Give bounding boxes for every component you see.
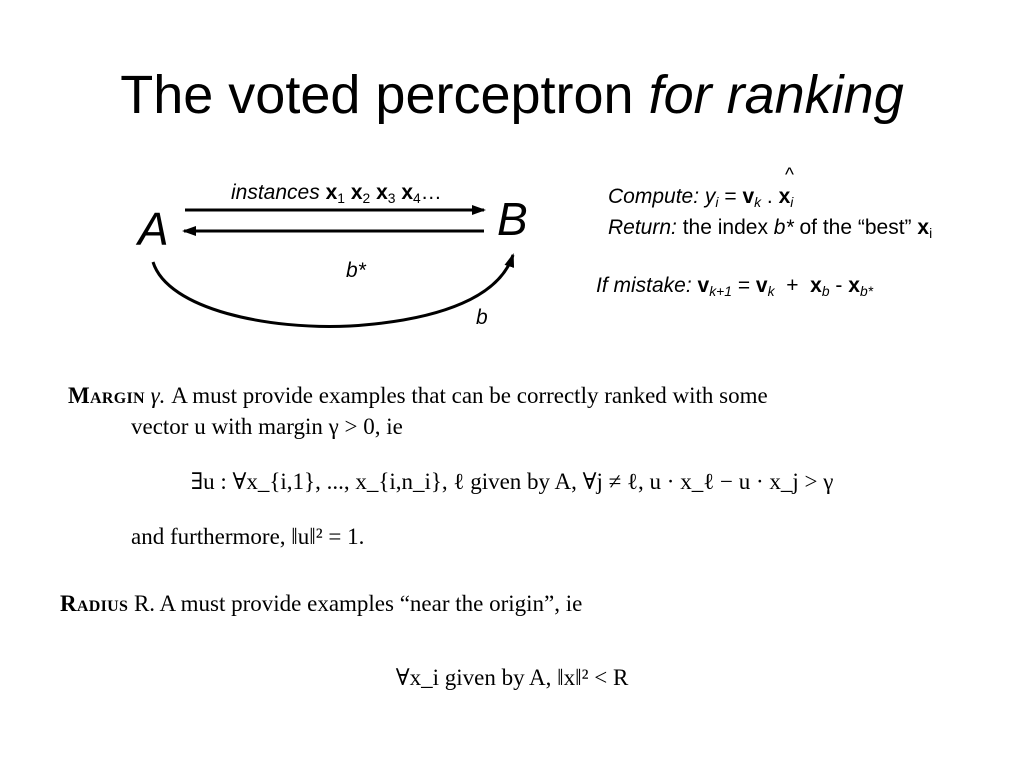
return-mid: the index	[682, 216, 768, 239]
y-subscript: i	[715, 194, 719, 211]
margin-line1: Margin γ. A must provide examples that c…	[68, 381, 768, 411]
ellipsis: …	[420, 181, 442, 204]
x4-symbol: x	[401, 181, 413, 204]
x-subscript: i	[790, 194, 794, 211]
x3-symbol: x	[376, 181, 388, 204]
radius-formula-text: ∀x_i given by A, ‖x‖² < R	[395, 665, 629, 690]
mistake-minus: -	[835, 274, 843, 297]
margin-formula-text: ∃u : ∀x_{i,1}, ..., x_{i,n_i}, ℓ given b…	[190, 469, 834, 494]
title-main: The voted perceptron	[120, 65, 634, 125]
mistake-xbstar: x	[848, 274, 860, 297]
mistake-prefix: If mistake:	[596, 274, 692, 297]
radius-line: Radius R. A must provide examples “near …	[60, 589, 582, 619]
mistake-xb: x	[810, 274, 822, 297]
mistake-v-subscript: k+1	[709, 283, 732, 300]
b-label: b	[476, 306, 488, 329]
mistake-xb-subscript: b	[821, 283, 830, 300]
slide-title: The voted perceptron for ranking	[0, 60, 1024, 130]
x2-subscript: 2	[362, 190, 371, 207]
margin-furthermore: and furthermore, ‖u‖² = 1.	[131, 524, 365, 549]
mistake-vk: v	[755, 274, 768, 297]
x3-subscript: 3	[387, 190, 396, 207]
radius-text: R. A must provide examples “near the ori…	[133, 591, 583, 616]
v-symbol: v	[742, 185, 755, 208]
return-x: x	[917, 216, 930, 239]
mistake-xbstar-subscript: b*	[859, 283, 874, 300]
node-a: A	[138, 203, 169, 255]
x4-subscript: 4	[413, 190, 421, 207]
margin-line1-text: A must provide examples that can be corr…	[171, 383, 768, 408]
equals-sign: =	[724, 185, 737, 208]
bstar-label: b*	[346, 259, 366, 282]
mistake-line: If mistake: vk+1 = vk + xb - xb*	[596, 273, 873, 299]
mistake-plus: +	[786, 274, 799, 297]
radius-formula: ∀x_i given by A, ‖x‖² < R	[0, 663, 1024, 693]
margin-formula: ∃u : ∀x_{i,1}, ..., x_{i,n_i}, ℓ given b…	[0, 467, 1024, 497]
node-b: B	[497, 193, 528, 245]
x1-subscript: 1	[337, 190, 345, 207]
instances-word: instances	[231, 181, 320, 204]
return-prefix: Return:	[608, 216, 677, 239]
mistake-equals: =	[737, 274, 751, 297]
compute-prefix: Compute:	[608, 185, 700, 208]
title-italic: for ranking	[648, 65, 904, 125]
hat-symbol: ^	[785, 165, 794, 186]
dot-product: .	[766, 185, 773, 208]
return-x-subscript: i	[929, 225, 933, 242]
x2-symbol: x	[350, 181, 363, 204]
x-symbol: x	[778, 185, 791, 208]
margin-line2: vector u with margin γ > 0, ie	[131, 414, 403, 439]
arc-a-to-b	[151, 253, 515, 328]
compute-line: Compute: yi = vk . xi	[608, 184, 793, 210]
margin-gamma: γ.	[150, 383, 166, 408]
y-symbol: y	[704, 185, 716, 208]
v-subscript: k	[754, 194, 762, 211]
mistake-v: v	[697, 274, 710, 297]
x1-symbol: x	[325, 181, 338, 204]
mistake-vk-subscript: k	[767, 283, 775, 300]
return-line: Return: the index b* of the “best” xi	[608, 215, 932, 241]
return-bstar: b*	[773, 216, 794, 239]
return-rest: of the “best”	[799, 216, 912, 239]
radius-heading: Radius	[60, 591, 129, 616]
margin-heading: Margin	[68, 383, 145, 408]
instances-label: instances x1 x2 x3 x4…	[231, 180, 442, 206]
